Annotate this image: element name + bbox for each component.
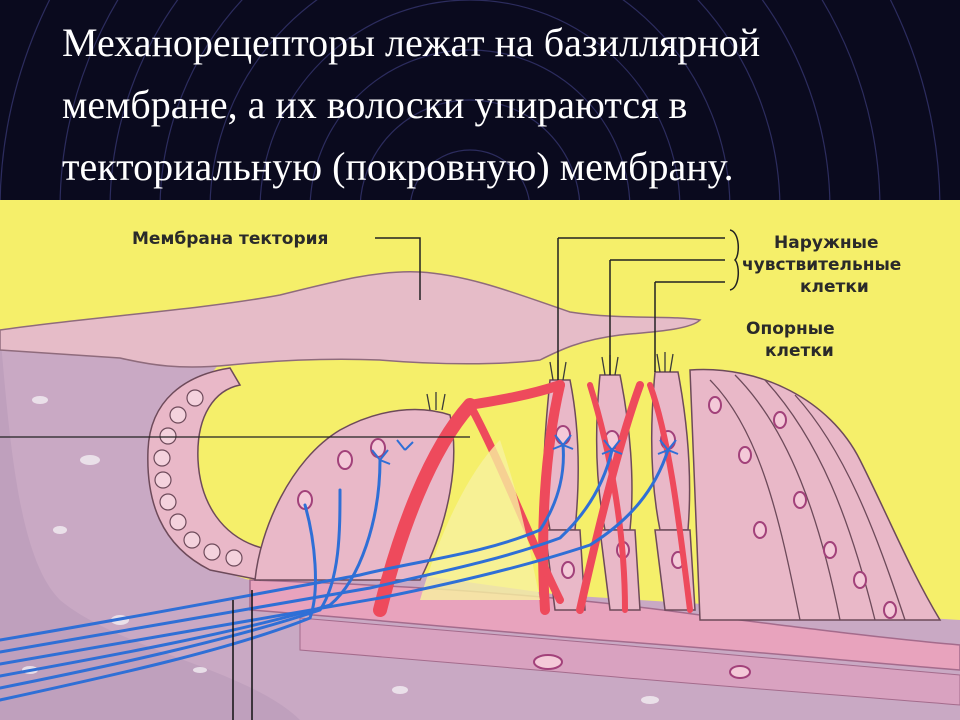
pillar-cells [373,380,693,617]
label-supporting-cells-1: Опорные [746,319,835,339]
label-outer-hair-cells-2: чувствительные [742,255,901,275]
label-outer-hair-cells-3: клетки [800,277,869,297]
nucleus [533,654,563,670]
label-leaders [375,229,740,380]
tunnel-of-corti [420,440,540,600]
nerve-endings [371,434,679,465]
label-supporting-cells-2: клетки [765,341,834,361]
label-outer-hair-cells-1: Наружные [774,233,879,253]
slide-title: Механорецепторы лежат на базиллярной мем… [62,20,761,189]
bony-tissue-texture [0,330,300,720]
tectorial-membrane [0,270,702,368]
nerve-fibers [0,443,670,702]
background-rings [0,0,941,205]
organ-of-corti-diagram: Мембрана тектория Наружные чувствительны… [0,200,960,720]
supporting-cells [689,368,942,621]
nucleus [729,665,751,679]
label-tectorial-membrane: Мембрана тектория [132,229,328,249]
